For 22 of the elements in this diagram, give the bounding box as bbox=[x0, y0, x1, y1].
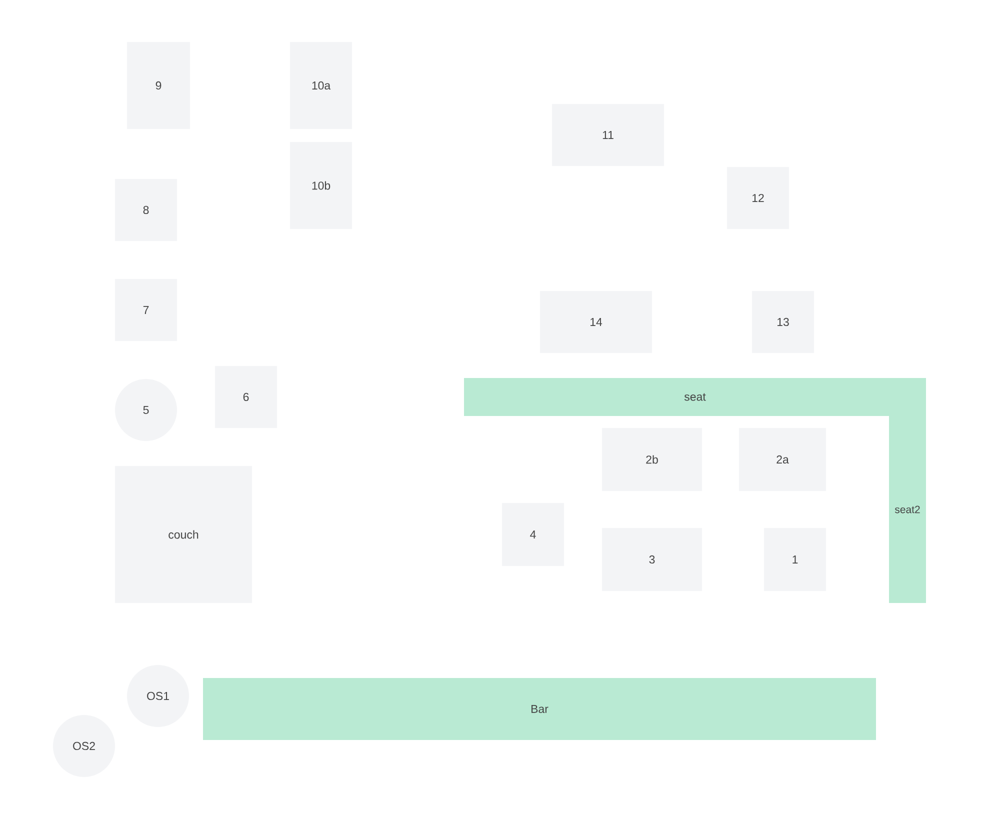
table: 13 bbox=[752, 290, 814, 353]
table: 9 bbox=[127, 42, 190, 129]
round-table: 5 bbox=[115, 379, 177, 441]
table: 7 bbox=[115, 278, 177, 341]
table: 2a bbox=[739, 428, 826, 491]
table: 10a bbox=[290, 42, 352, 129]
table: 12 bbox=[727, 167, 789, 229]
round-table: OS2 bbox=[53, 714, 115, 777]
table: 4 bbox=[502, 502, 564, 566]
table: 2b bbox=[602, 428, 702, 491]
table: 14 bbox=[540, 290, 652, 353]
bar-counter: Bar bbox=[203, 678, 876, 740]
round-table: OS1 bbox=[127, 664, 189, 727]
table: 10b bbox=[290, 142, 352, 229]
table: 3 bbox=[602, 528, 702, 591]
table: 11 bbox=[552, 104, 664, 166]
couch: couch bbox=[115, 466, 252, 603]
table: 6 bbox=[215, 366, 277, 428]
bench-seat: seat2 bbox=[889, 416, 926, 603]
table: 8 bbox=[115, 178, 177, 241]
node-label: seat2 bbox=[894, 506, 920, 514]
table: 1 bbox=[764, 528, 826, 591]
